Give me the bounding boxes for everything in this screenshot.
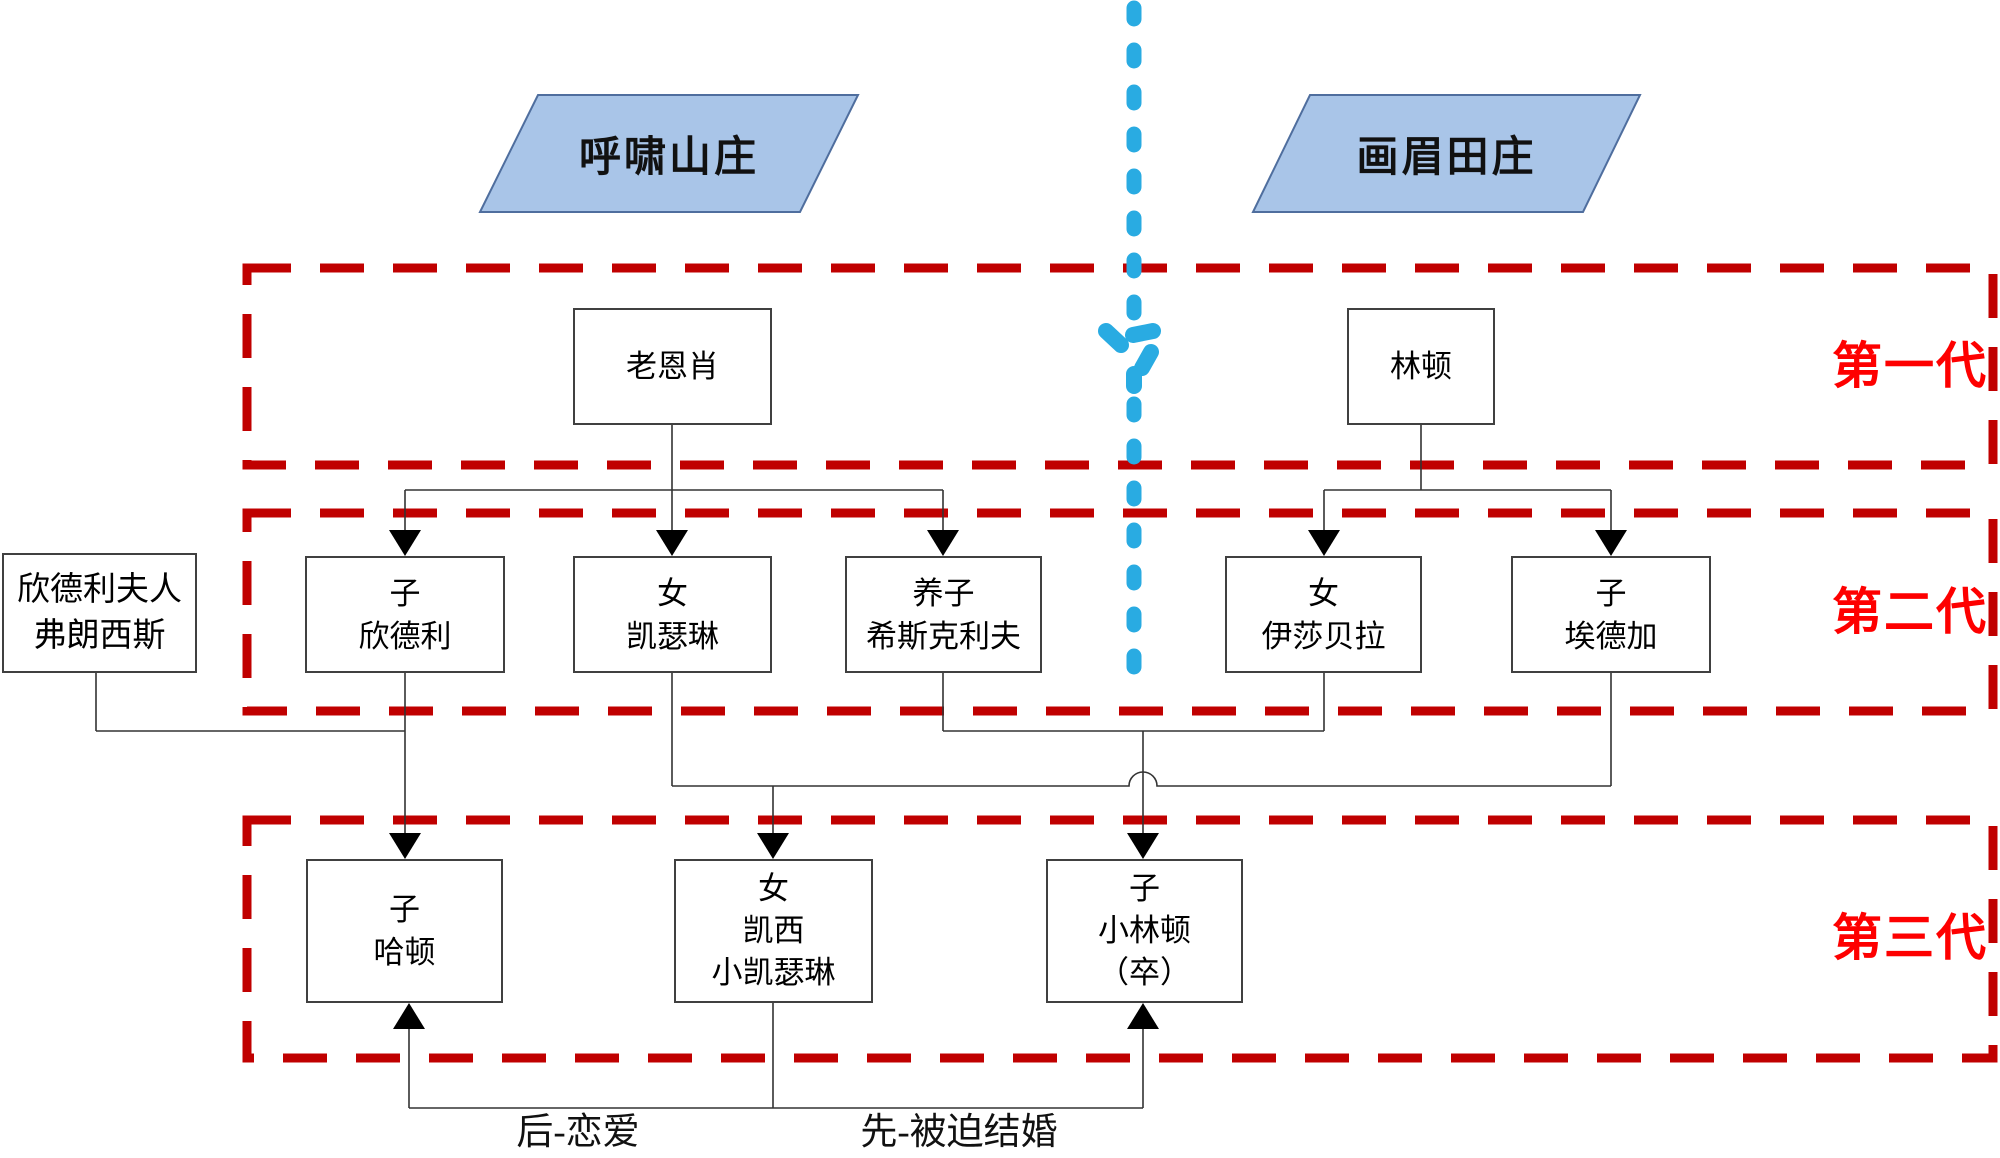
arrow-down-linton-jr [1127, 833, 1159, 859]
house-left-title: 呼啸山庄 [578, 135, 759, 181]
node-linton: 林顿 [1347, 308, 1495, 425]
arrow-down-isabella [1308, 530, 1340, 556]
node-hareton: 子 哈顿 [306, 859, 503, 1003]
node-edgar: 子 埃德加 [1511, 556, 1711, 673]
node-isabella: 女 伊莎贝拉 [1225, 556, 1422, 673]
arrow-up-linton-jr [1127, 1003, 1159, 1029]
arrow-down-catherine [656, 530, 688, 556]
node-cathy: 女 凯西 小凯瑟琳 [674, 859, 873, 1003]
house-left-shape [478, 94, 860, 213]
generation-1-frame [242, 263, 1998, 470]
house-right-shape [1251, 94, 1642, 213]
node-linton-junior: 子 小林顿 （卒） [1046, 859, 1243, 1003]
connector-lines [95, 425, 1612, 1109]
arrow-down-cathy [757, 833, 789, 859]
house-shapes [478, 94, 1642, 213]
arrow-down-hareton [389, 833, 421, 859]
arrowheads [389, 530, 1627, 1029]
generation-2-label: 第二代 [1832, 584, 1988, 640]
node-frances: 欣德利夫人 弗朗西斯 [2, 553, 197, 673]
house-right-title: 画眉田庄 [1356, 135, 1537, 181]
arrow-down-heathcliff [927, 530, 959, 556]
node-earnshaw: 老恩肖 [573, 308, 772, 425]
house-divider-dotted-line [1098, 0, 1161, 698]
generation-frames [242, 263, 1998, 1063]
generation-2-frame [242, 508, 1998, 716]
arrow-down-hindley [389, 530, 421, 556]
arrow-up-hareton [393, 1003, 425, 1029]
arrow-down-edgar [1595, 530, 1627, 556]
node-hindley: 子 欣德利 [305, 556, 505, 673]
generation-3-label: 第三代 [1832, 910, 1988, 966]
edge-label-love-later: 后-恋爱 [516, 1112, 640, 1153]
node-heathcliff: 养子 希斯克利夫 [845, 556, 1042, 673]
edge-label-forced-marriage-first: 先-被迫结婚 [860, 1112, 1058, 1153]
generation-3-frame [242, 815, 1998, 1063]
generation-1-label: 第一代 [1832, 338, 1988, 394]
divider-kink [1098, 323, 1161, 394]
node-catherine: 女 凯瑟琳 [573, 556, 772, 673]
